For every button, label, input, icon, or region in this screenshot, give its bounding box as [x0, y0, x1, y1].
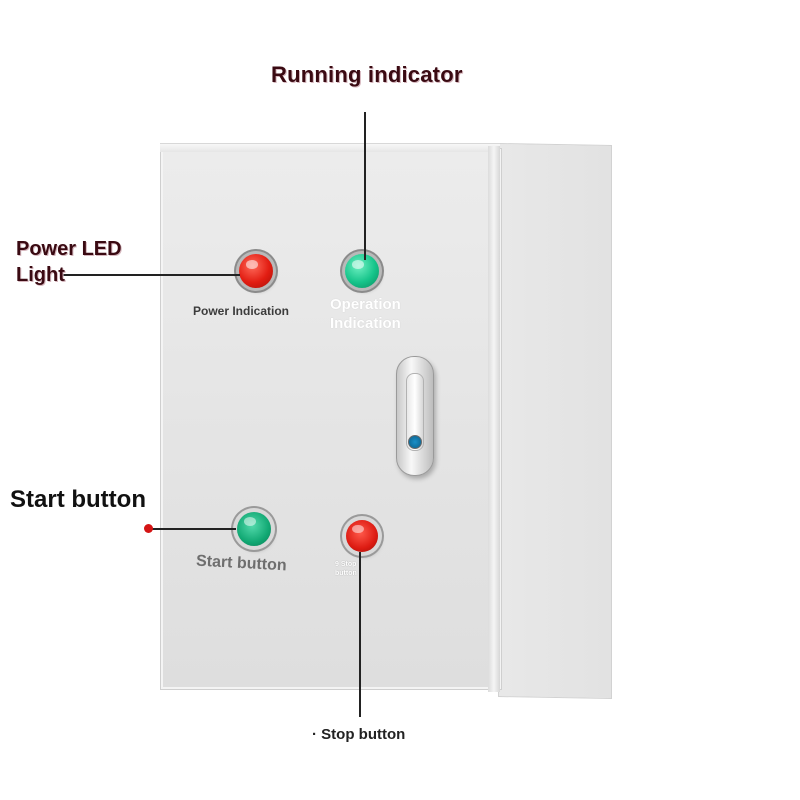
- door-handle[interactable]: [396, 356, 434, 476]
- callout-power-led: Power LED Light: [16, 236, 122, 288]
- start-push-button[interactable]: [237, 512, 271, 546]
- callout-power-led-line1: Power LED: [16, 238, 122, 260]
- callout-line-running: [364, 112, 366, 260]
- panel-label-stop-line2: button: [335, 570, 357, 577]
- cabinet-door-edge: [488, 146, 500, 692]
- callout-start-button: Start button: [10, 486, 146, 513]
- callout-line-start: [152, 528, 236, 530]
- cabinet-top-edge: [160, 143, 500, 152]
- lock-keyhole-icon: [408, 435, 422, 449]
- stop-push-button[interactable]: [346, 520, 378, 552]
- power-indicator-lamp: [239, 254, 273, 288]
- panel-label-stop-button: 9 Stop button: [335, 560, 357, 578]
- panel-label-operation-indication: Operation Indication: [330, 295, 401, 333]
- callout-power-led-line2: Light: [16, 264, 65, 286]
- panel-label-power-indication: Power Indication: [193, 304, 290, 318]
- callout-line-power: [60, 274, 240, 276]
- running-indicator-lamp: [345, 254, 379, 288]
- callout-line-stop: [359, 552, 361, 717]
- panel-label-operation-line1: Operation: [330, 296, 401, 313]
- callout-dot-start: [144, 524, 153, 533]
- handle-grip: [406, 373, 424, 451]
- panel-label-stop-line1: 9 Stop: [335, 561, 357, 568]
- callout-running-indicator: Running indicator: [271, 62, 463, 87]
- cabinet-side-panel: [498, 143, 612, 699]
- cabinet-front-door: [160, 148, 502, 690]
- callout-stop-button: · Stop button: [312, 726, 406, 743]
- panel-label-operation-line2: Indication: [330, 315, 401, 332]
